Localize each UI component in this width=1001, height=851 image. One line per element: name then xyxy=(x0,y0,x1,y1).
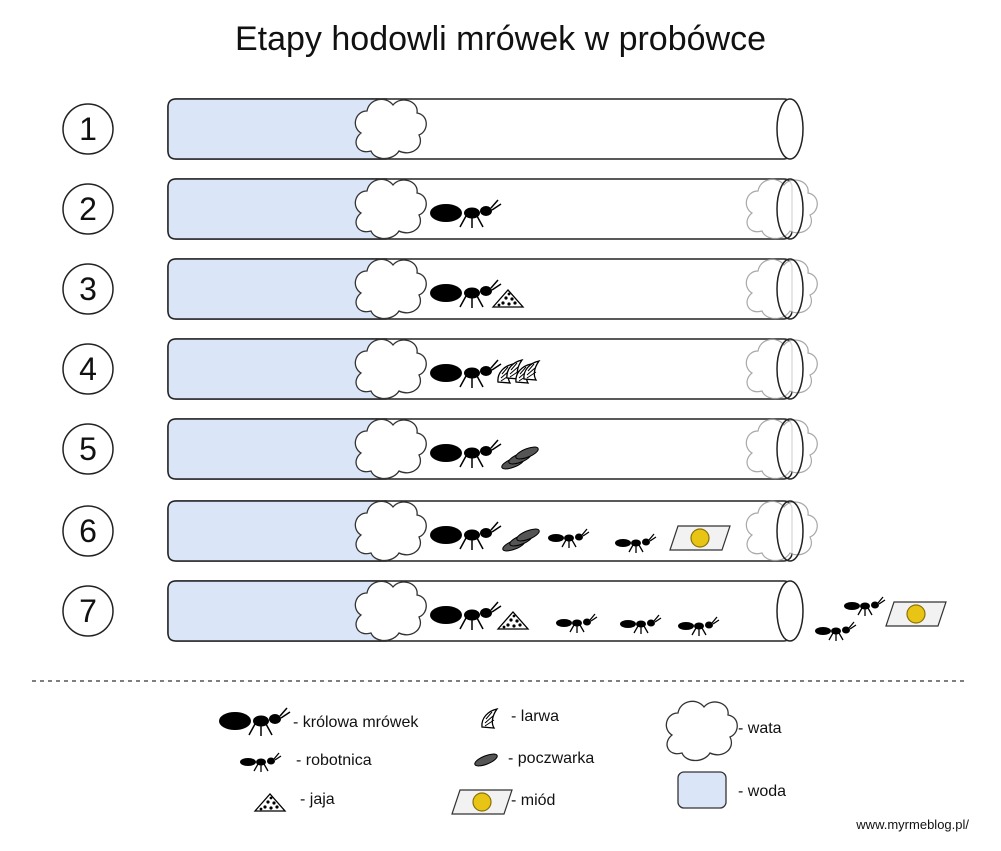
stage-6: 6 xyxy=(62,500,818,562)
site-credit: www.myrmeblog.pl/ xyxy=(856,817,969,832)
stage-number: 1 xyxy=(79,111,97,147)
diagram-title: Etapy hodowli mrówek w probówce xyxy=(234,20,767,58)
legend-pupa-icon xyxy=(472,751,500,769)
stage-3: 3 xyxy=(62,258,818,320)
legend-queen-label: - królowa mrówek xyxy=(293,714,419,731)
stage-1: 1 xyxy=(62,98,804,160)
water-section xyxy=(167,500,387,562)
stage-number: 5 xyxy=(79,431,97,467)
stage-number-circle xyxy=(62,423,114,475)
legend-eggs-label: - jaja xyxy=(300,791,335,808)
honey-drop xyxy=(885,601,947,627)
stage-7: 7 xyxy=(62,580,947,642)
stage-number: 3 xyxy=(79,271,97,307)
water-section xyxy=(167,338,387,400)
tube-opening xyxy=(776,338,804,400)
legend-eggs-icon xyxy=(254,793,286,812)
tube-opening xyxy=(776,258,804,320)
stage-2: 2 xyxy=(62,178,818,240)
stage-number: 7 xyxy=(79,593,97,629)
tube-opening xyxy=(776,580,804,642)
water-section xyxy=(167,178,387,240)
water-section xyxy=(167,258,387,320)
stage-number-circle xyxy=(62,183,114,235)
worker-ant xyxy=(814,621,857,642)
legend-water-icon xyxy=(677,771,727,809)
legend-cotton-label: - wata xyxy=(738,720,782,737)
honey-drop xyxy=(669,525,731,551)
legend-cotton-icon xyxy=(665,700,738,762)
stage-number: 6 xyxy=(79,513,97,549)
legend-larva-label: - larwa xyxy=(511,708,560,725)
stage-number-circle xyxy=(62,263,114,315)
legend-larva-icon xyxy=(481,708,498,729)
stage-number: 4 xyxy=(79,351,97,387)
stage-number-circle xyxy=(62,103,114,155)
stage-number-circle xyxy=(62,505,114,557)
legend-worker-label: - robotnica xyxy=(296,752,372,769)
legend-honey-label: - miód xyxy=(511,792,556,809)
stage-number-circle xyxy=(62,343,114,395)
water-section xyxy=(167,98,387,160)
tube-opening xyxy=(776,178,804,240)
legend-honey-icon xyxy=(451,789,513,815)
stage-number-circle xyxy=(62,585,114,637)
water-section xyxy=(167,580,387,642)
legend-worker-icon xyxy=(239,752,282,773)
tube-opening xyxy=(776,500,804,562)
worker-ant xyxy=(843,596,886,617)
legend-water-label: - woda xyxy=(738,783,787,800)
stage-4: 4 xyxy=(62,338,818,400)
legend-queen-icon xyxy=(218,707,291,737)
water-section xyxy=(167,418,387,480)
tube-opening xyxy=(776,98,804,160)
stage-number: 2 xyxy=(79,191,97,227)
stage-5: 5 xyxy=(62,418,818,480)
legend-pupa-label: - poczwarka xyxy=(508,750,595,767)
tube-opening xyxy=(776,418,804,480)
